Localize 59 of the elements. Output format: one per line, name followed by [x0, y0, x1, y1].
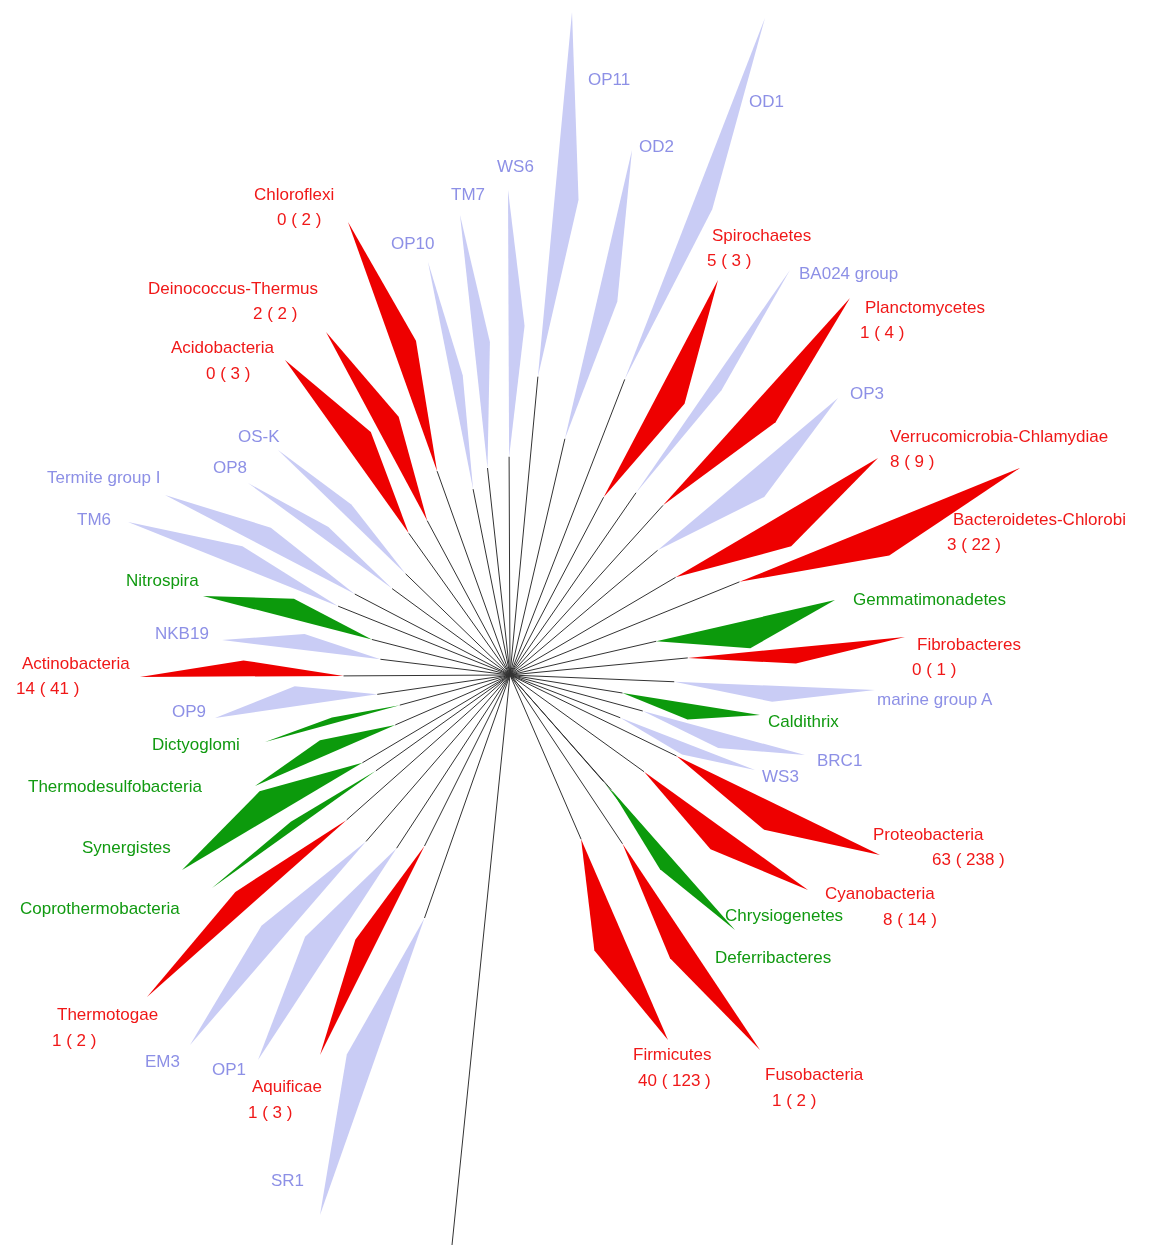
- taxon-label: Firmicutes: [633, 1045, 712, 1065]
- count-label: 8 ( 14 ): [883, 910, 937, 930]
- count-label: 1 ( 2 ): [772, 1091, 817, 1111]
- count-label: 40 ( 123 ): [638, 1071, 711, 1091]
- taxon-label: OD2: [639, 137, 674, 157]
- taxon-label: Bacteroidetes-Chlorobi: [953, 510, 1126, 530]
- taxon-label: OP1: [212, 1060, 247, 1080]
- taxon-label: Planctomycetes: [865, 298, 985, 318]
- taxon-label: Synergistes: [82, 838, 171, 858]
- count-label: 2 ( 2 ): [253, 304, 298, 324]
- count-label: 63 ( 238 ): [932, 850, 1005, 870]
- taxon-label: Verrucomicrobia-Chlamydiae: [890, 427, 1109, 447]
- taxon-label: Nitrospira: [126, 571, 199, 591]
- taxon-label: OP3: [850, 384, 885, 404]
- taxon-label: OP10: [391, 234, 435, 254]
- taxon-label: Fusobacteria: [765, 1065, 864, 1085]
- count-label: 5 ( 3 ): [707, 251, 752, 271]
- taxon-label: Thermotogae: [57, 1005, 159, 1025]
- taxon-label: Chloroflexi: [254, 185, 335, 205]
- taxon-label: Chrysiogenetes: [725, 906, 844, 926]
- taxon-label: marine group A: [877, 690, 993, 710]
- taxon-label: Coprothermobacteria: [20, 899, 180, 919]
- taxon-label: Aquificae: [252, 1077, 322, 1097]
- taxon-label: Thermodesulfobacteria: [28, 777, 202, 797]
- taxon-label: Termite group I: [47, 468, 161, 488]
- count-label: 1 ( 3 ): [248, 1103, 293, 1123]
- taxon-label: Deinococcus-Thermus: [148, 279, 319, 299]
- taxon-label: WS3: [762, 767, 799, 787]
- taxon-label: OP11: [588, 70, 631, 90]
- count-label: 14 ( 41 ): [16, 679, 80, 699]
- taxon-label: WS6: [497, 157, 534, 177]
- taxon-label: BRC1: [817, 751, 863, 771]
- taxon-label: Cyanobacteria: [825, 884, 935, 904]
- taxon-label: TM6: [77, 510, 111, 530]
- taxon-label: Caldithrix: [768, 712, 839, 732]
- taxon-label: OP8: [213, 458, 248, 478]
- taxon-label: BA024 group: [799, 264, 899, 284]
- taxon-label: TM7: [451, 185, 485, 205]
- taxon-label: Fibrobacteres: [917, 635, 1021, 655]
- count-label: 3 ( 22 ): [947, 535, 1001, 555]
- taxon-label: Spirochaetes: [712, 226, 812, 246]
- taxon-label: Gemmatimonadetes: [853, 590, 1007, 610]
- taxon-label: Deferribacteres: [715, 948, 832, 968]
- count-label: 1 ( 4 ): [860, 323, 905, 343]
- taxon-label: Acidobacteria: [171, 338, 274, 358]
- count-label: 0 ( 1 ): [912, 660, 957, 680]
- taxon-label: Dictyoglomi: [152, 735, 240, 755]
- taxon-label: SR1: [271, 1171, 305, 1191]
- taxon-label: Proteobacteria: [873, 825, 984, 845]
- count-label: 1 ( 2 ): [52, 1031, 97, 1051]
- taxon-label: OP9: [172, 702, 207, 722]
- count-label: 0 ( 3 ): [206, 364, 251, 384]
- count-label: 0 ( 2 ): [277, 210, 322, 230]
- taxon-label: Actinobacteria: [22, 654, 130, 674]
- taxon-label: OD1: [749, 92, 784, 112]
- taxon-label: OS-K: [238, 427, 280, 447]
- taxon-label: EM3: [145, 1052, 180, 1072]
- count-label: 8 ( 9 ): [890, 452, 935, 472]
- taxon-label: NKB19: [155, 624, 209, 644]
